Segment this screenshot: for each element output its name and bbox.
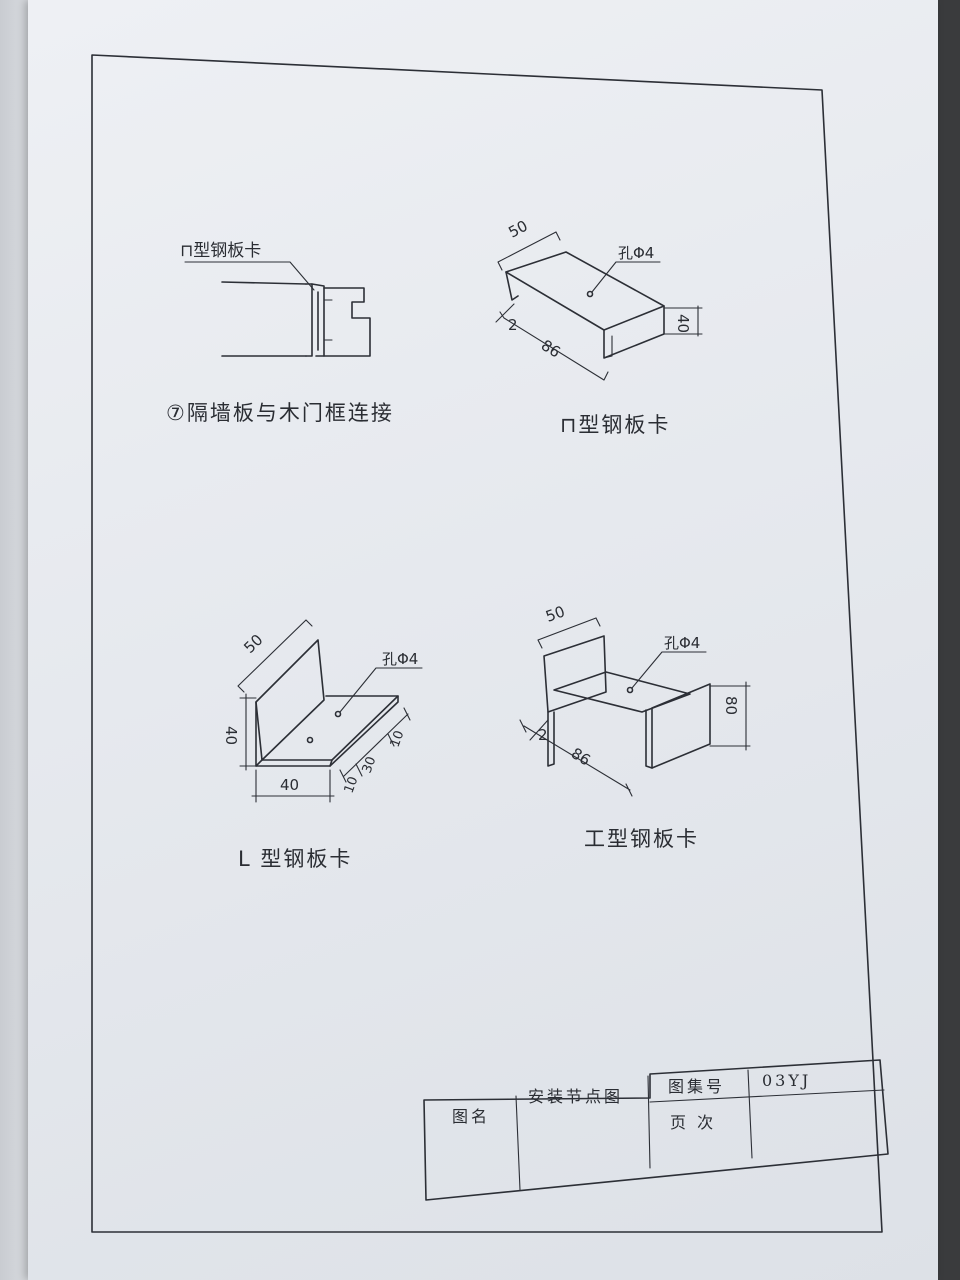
l-clip-dim-a: 10 (342, 775, 362, 796)
i-clip-hole-label: 孔Φ4 (664, 634, 700, 652)
u-clip-caption: ⊓型钢板卡 (560, 413, 670, 437)
title-block-atlas-label: 图集号 (668, 1077, 725, 1096)
l-clip-dim-base: 40 (280, 776, 299, 794)
i-clip-caption: 工型钢板卡 (584, 827, 699, 851)
paper-sheet (28, 0, 938, 1280)
u-clip-dim-width: 50 (505, 217, 530, 242)
i-clip-drawing (519, 617, 751, 797)
u-clip-dim-length: 86 (538, 336, 564, 361)
detail-7-clip-label: ⊓型钢板卡 (180, 241, 261, 261)
l-clip-dim-c: 10 (388, 729, 408, 750)
l-clip-hole-label: 孔Φ4 (382, 650, 418, 668)
i-clip-dim-width: 50 (543, 602, 567, 625)
u-clip-dim-height: 40 (674, 314, 692, 333)
detail-7-section (184, 261, 371, 357)
drawing-border (91, 54, 883, 1233)
i-clip-dim-height: 80 (722, 696, 740, 715)
l-clip-dim-b: 30 (360, 755, 380, 776)
title-block-name-label: 图名 (452, 1107, 490, 1126)
i-clip-dim-thickness: 2 (538, 726, 548, 744)
title-block-page-label: 页 次 (670, 1113, 716, 1132)
l-clip-dim-width: 50 (240, 631, 266, 657)
u-clip-hole-label: 孔Φ4 (618, 244, 654, 262)
l-clip-drawing (237, 619, 423, 803)
l-clip-dim-height: 40 (222, 726, 240, 745)
title-block (423, 1059, 889, 1201)
l-clip-caption: L 型钢板卡 (238, 847, 352, 871)
title-block-atlas-value: 03YJ (762, 1071, 811, 1090)
u-clip-dim-thickness: 2 (508, 316, 518, 334)
detail-7-caption: ⑦隔墙板与木门框连接 (166, 401, 394, 425)
title-block-name-value: 安装节点图 (528, 1087, 623, 1106)
u-clip-drawing (495, 231, 703, 381)
